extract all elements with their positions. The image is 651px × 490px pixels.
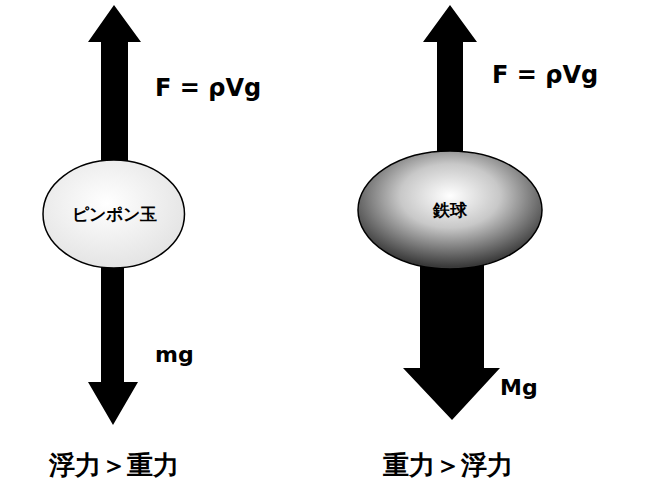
force-arrow [88, 5, 141, 165]
force-label: F = ρVg [492, 62, 598, 88]
force-arrow [403, 262, 500, 420]
ping-pong-ball: ピンポン玉 [42, 159, 186, 269]
ball-shape [43, 160, 185, 268]
force-label: Mg [500, 376, 538, 400]
caption: 浮力＞重力 [49, 451, 179, 480]
iron-ball: 鉄球 [357, 150, 543, 270]
ball-label: ピンポン玉 [72, 203, 157, 226]
force-label: F = ρVg [155, 75, 261, 101]
force-arrow [88, 262, 138, 425]
ball-label: 鉄球 [433, 199, 467, 222]
ball-shape [358, 151, 542, 269]
force-label: mg [155, 343, 194, 367]
force-arrow [423, 5, 477, 156]
caption: 重力＞浮力 [383, 451, 513, 480]
